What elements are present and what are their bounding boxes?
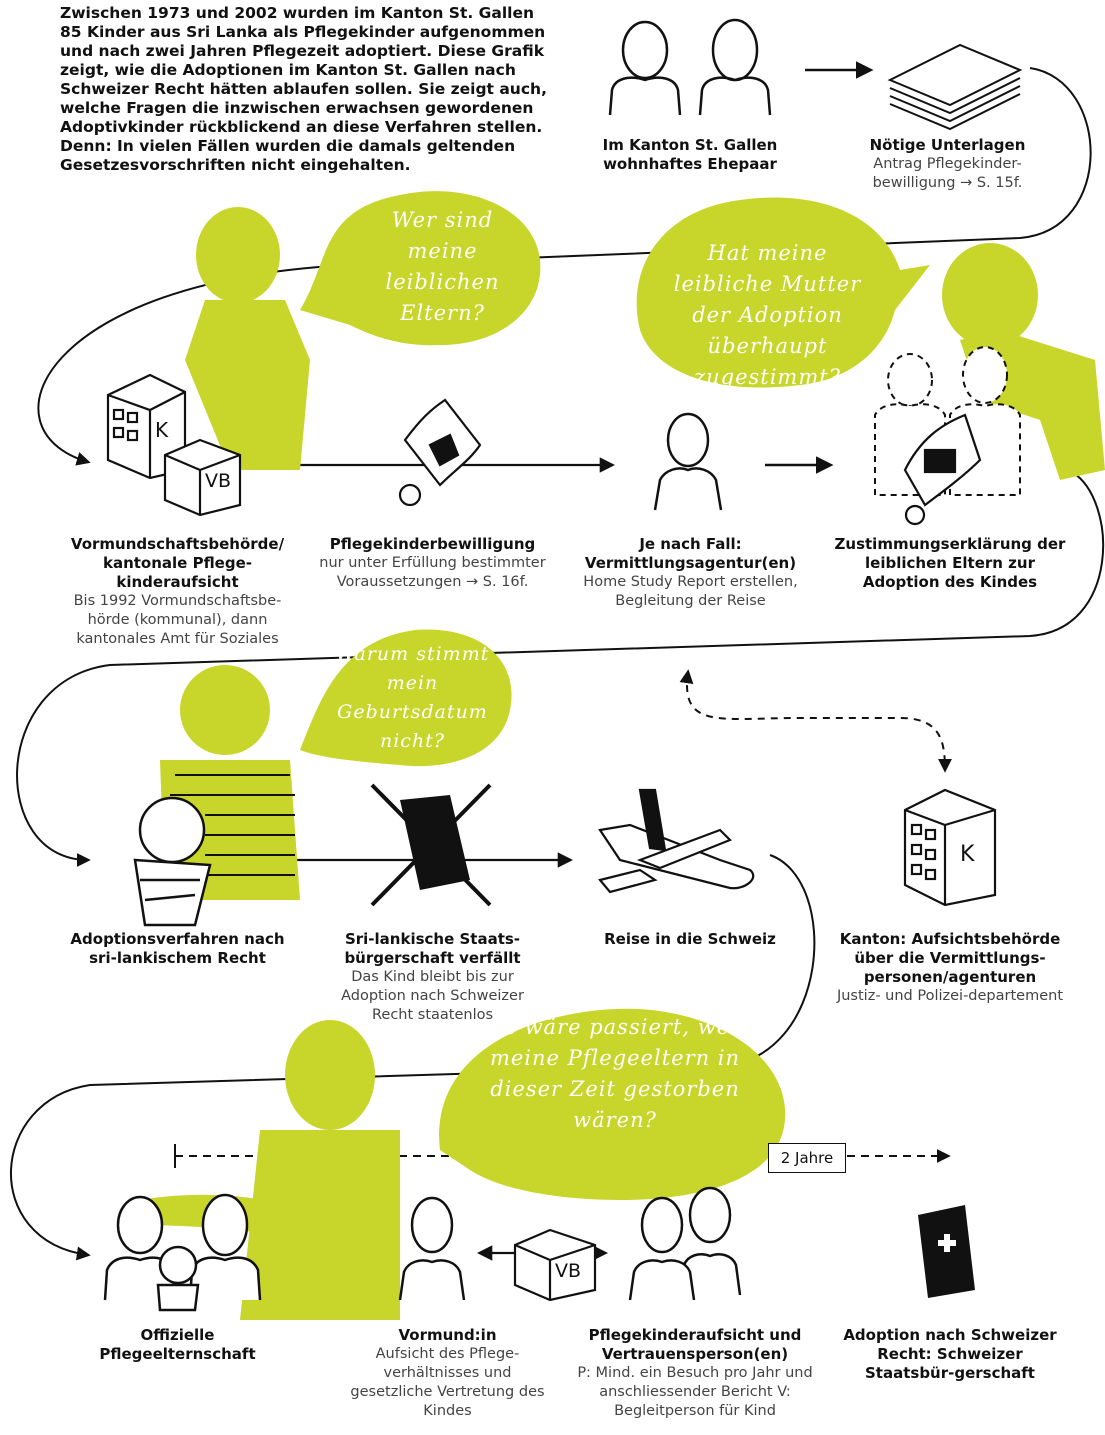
step-desc: nur unter Erfüllung bestimmter Vorausset… xyxy=(319,555,546,590)
swiss-passport-icon xyxy=(918,1205,975,1298)
building-vb-icon-1 xyxy=(163,438,242,517)
step-vormundschaft: Vormundschaftsbehörde/ kantonale Pflege-… xyxy=(55,535,300,649)
step-title: Nötige Unterlagen xyxy=(869,136,1026,154)
step-desc: Antrag Pflegekinder-bewilligung → S. 15f… xyxy=(872,156,1023,191)
step-kanton: Kanton: Aufsichtsbehörde über die Vermit… xyxy=(835,930,1065,1006)
bubble-shape-4 xyxy=(439,1008,786,1200)
step-title: Sri-lankische Staats-bürgerschaft verfäl… xyxy=(344,930,521,967)
building-k-icon-2 xyxy=(903,788,997,907)
airplane-icon xyxy=(598,788,755,894)
vormund-icon xyxy=(398,1196,466,1301)
step-agentur: Je nach Fall: Vermittlungsagentur(en) Ho… xyxy=(578,535,803,611)
step-ehepaar: Im Kanton St. Gallen wohnhaftes Ehepaar xyxy=(585,136,795,174)
building-vb-label-1: VB xyxy=(205,470,232,492)
bubble-question-1: Wer sind meine leiblichen Eltern? xyxy=(385,208,500,325)
step-title: Zustimmungserklärung der leiblichen Elte… xyxy=(834,535,1066,591)
striped-shirt xyxy=(170,774,295,876)
bubble-question-4: Was wäre passiert, wenn meine Pflegeelte… xyxy=(470,1015,760,1132)
building-k-icon-1 xyxy=(106,373,187,480)
step-title: Reise in die Schweiz xyxy=(604,930,776,948)
step-title: Offizielle Pflegeelternschaft xyxy=(99,1326,256,1363)
step-title: Pflegekinderaufsicht und Vertrauensperso… xyxy=(588,1326,802,1363)
bubble-shape-1 xyxy=(300,191,541,346)
step-desc: Bis 1992 Vormundschaftsbe-hörde (kommuna… xyxy=(73,593,282,647)
bubble-question-3: Warum stimmt mein Geburtsdatum nicht? xyxy=(335,643,490,752)
certificate-icon xyxy=(398,398,482,507)
step-zustimmung: Zustimmungserklärung der leiblichen Elte… xyxy=(832,535,1068,592)
step-title: Vormundschaftsbehörde/ kantonale Pflege-… xyxy=(70,535,285,591)
building-vb-label-2: VB xyxy=(555,1260,582,1282)
dashed-agentur-kanton xyxy=(679,669,952,773)
figure-woman-1 xyxy=(185,207,310,470)
figure-woman-3 xyxy=(140,1020,400,1320)
step-title: Vormund:in xyxy=(398,1326,497,1344)
family-icon xyxy=(103,1193,262,1312)
step-title: Adoption nach Schweizer Recht: Schweizer… xyxy=(843,1326,1057,1382)
step-pflegekinderaufsicht: Pflegekinderaufsicht und Vertrauensperso… xyxy=(575,1326,815,1421)
building-k-label-1: K xyxy=(155,418,169,442)
baby-icon xyxy=(133,796,212,927)
step-desc: Home Study Report erstellen, Begleitung … xyxy=(583,574,798,609)
flow-line-1 xyxy=(37,67,1092,466)
building-vb-icon-2 xyxy=(513,1228,597,1302)
crossed-passport-icon xyxy=(370,783,492,907)
step-bewilligung: Pflegekinderbewilligung nur unter Erfüll… xyxy=(315,535,550,592)
step-desc: Justiz- und Polizei-departement xyxy=(836,988,1064,1004)
step-adoptionsverfahren: Adoptionsverfahren nach sri-lankischem R… xyxy=(70,930,285,968)
step-desc: Das Kind bleibt bis zur Adoption nach Sc… xyxy=(341,969,524,1023)
bubble-question-2: Hat meine leibliche Mutter der Adoption … xyxy=(673,241,862,389)
step-title: Kanton: Aufsichtsbehörde über die Vermit… xyxy=(839,930,1061,986)
supervisors-icon xyxy=(628,1186,742,1301)
step-desc: Aufsicht des Pflege-verhältnisses und ge… xyxy=(350,1346,545,1419)
agent-icon-1 xyxy=(653,412,723,511)
bubble-shape-3 xyxy=(300,629,512,767)
duration-label: 2 Jahre xyxy=(768,1143,846,1173)
flow-line-2 xyxy=(16,471,1105,867)
step-title: Adoptionsverfahren nach sri-lankischem R… xyxy=(70,930,285,967)
step-pflegeelternschaft: Offizielle Pflegeelternschaft xyxy=(85,1326,270,1364)
step-desc: P: Mind. ein Besuch pro Jahr und anschli… xyxy=(577,1365,813,1419)
step-staatsbuergerschaft: Sri-lankische Staats-bürgerschaft verfäl… xyxy=(325,930,540,1025)
step-vormund: Vormund:in Aufsicht des Pflege-verhältni… xyxy=(345,1326,550,1421)
documents-stack-icon xyxy=(887,43,1023,131)
step-title: Pflegekinderbewilligung xyxy=(329,535,536,553)
building-k-label-2: K xyxy=(960,842,975,867)
bubble-shape-2 xyxy=(636,197,930,388)
step-reise: Reise in die Schweiz xyxy=(590,930,790,949)
step-schweizer-adoption: Adoption nach Schweizer Recht: Schweizer… xyxy=(835,1326,1065,1383)
certificate-icon-2 xyxy=(903,413,982,526)
step-title: Im Kanton St. Gallen wohnhaftes Ehepaar xyxy=(602,136,778,173)
step-unterlagen: Nötige Unterlagen Antrag Pflegekinder-be… xyxy=(855,136,1040,193)
step-title: Je nach Fall: Vermittlungsagentur(en) xyxy=(584,535,797,572)
intro-text: Zwischen 1973 und 2002 wurden im Kanton … xyxy=(60,4,547,174)
couple-icon xyxy=(608,18,772,116)
